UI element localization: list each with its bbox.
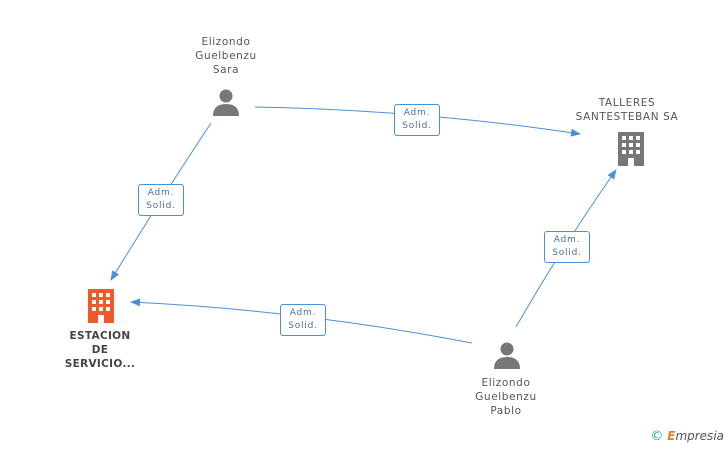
badge-line: Solid.	[402, 121, 432, 131]
badge-line: Adm.	[289, 308, 317, 318]
node-label-line: SERVICIO...	[64, 358, 136, 370]
node-label-line: SANTESTEBAN SA	[575, 111, 679, 123]
badge-line: Solid.	[552, 248, 582, 258]
node-label-estacion: ESTACION DE SERVICIO...	[50, 329, 150, 371]
badge-line: Solid.	[146, 201, 176, 211]
node-label-pablo: Elizondo Guelbenzu Pablo	[464, 376, 548, 418]
node-label-line: Sara	[212, 64, 240, 76]
node-label-line: TALLERES	[598, 97, 656, 109]
badge-line: Adm.	[553, 235, 581, 245]
edge-badge: Adm. Solid.	[544, 231, 590, 263]
copyright-symbol: ©	[650, 429, 664, 444]
node-label-line: Elizondo	[481, 377, 531, 389]
node-label-sara: Elizondo Guelbenzu Sara	[184, 35, 268, 77]
badge-line: Adm.	[403, 108, 431, 118]
edge-badge: Adm. Solid.	[280, 304, 326, 336]
building-icon[interactable]	[616, 132, 646, 166]
node-label-talleres: TALLERES SANTESTEBAN SA	[562, 96, 692, 124]
edge-badge: Adm. Solid.	[394, 104, 440, 136]
node-label-line: Pablo	[490, 405, 522, 417]
edge-badge: Adm. Solid.	[138, 184, 184, 216]
brand-name: mpresia	[675, 429, 724, 443]
node-label-line: ESTACION	[69, 330, 131, 342]
person-icon[interactable]	[211, 88, 241, 118]
node-label-line: Guelbenzu	[195, 50, 257, 62]
badge-line: Solid.	[288, 321, 318, 331]
brand-watermark: © Empresia	[650, 429, 724, 444]
brand-initial: E	[667, 429, 676, 443]
badge-line: Adm.	[147, 188, 175, 198]
node-label-line: Elizondo	[201, 36, 251, 48]
person-icon[interactable]	[492, 341, 522, 371]
node-label-line: Guelbenzu	[475, 391, 537, 403]
node-label-line: DE	[91, 344, 109, 356]
building-icon-highlighted[interactable]	[86, 289, 116, 323]
